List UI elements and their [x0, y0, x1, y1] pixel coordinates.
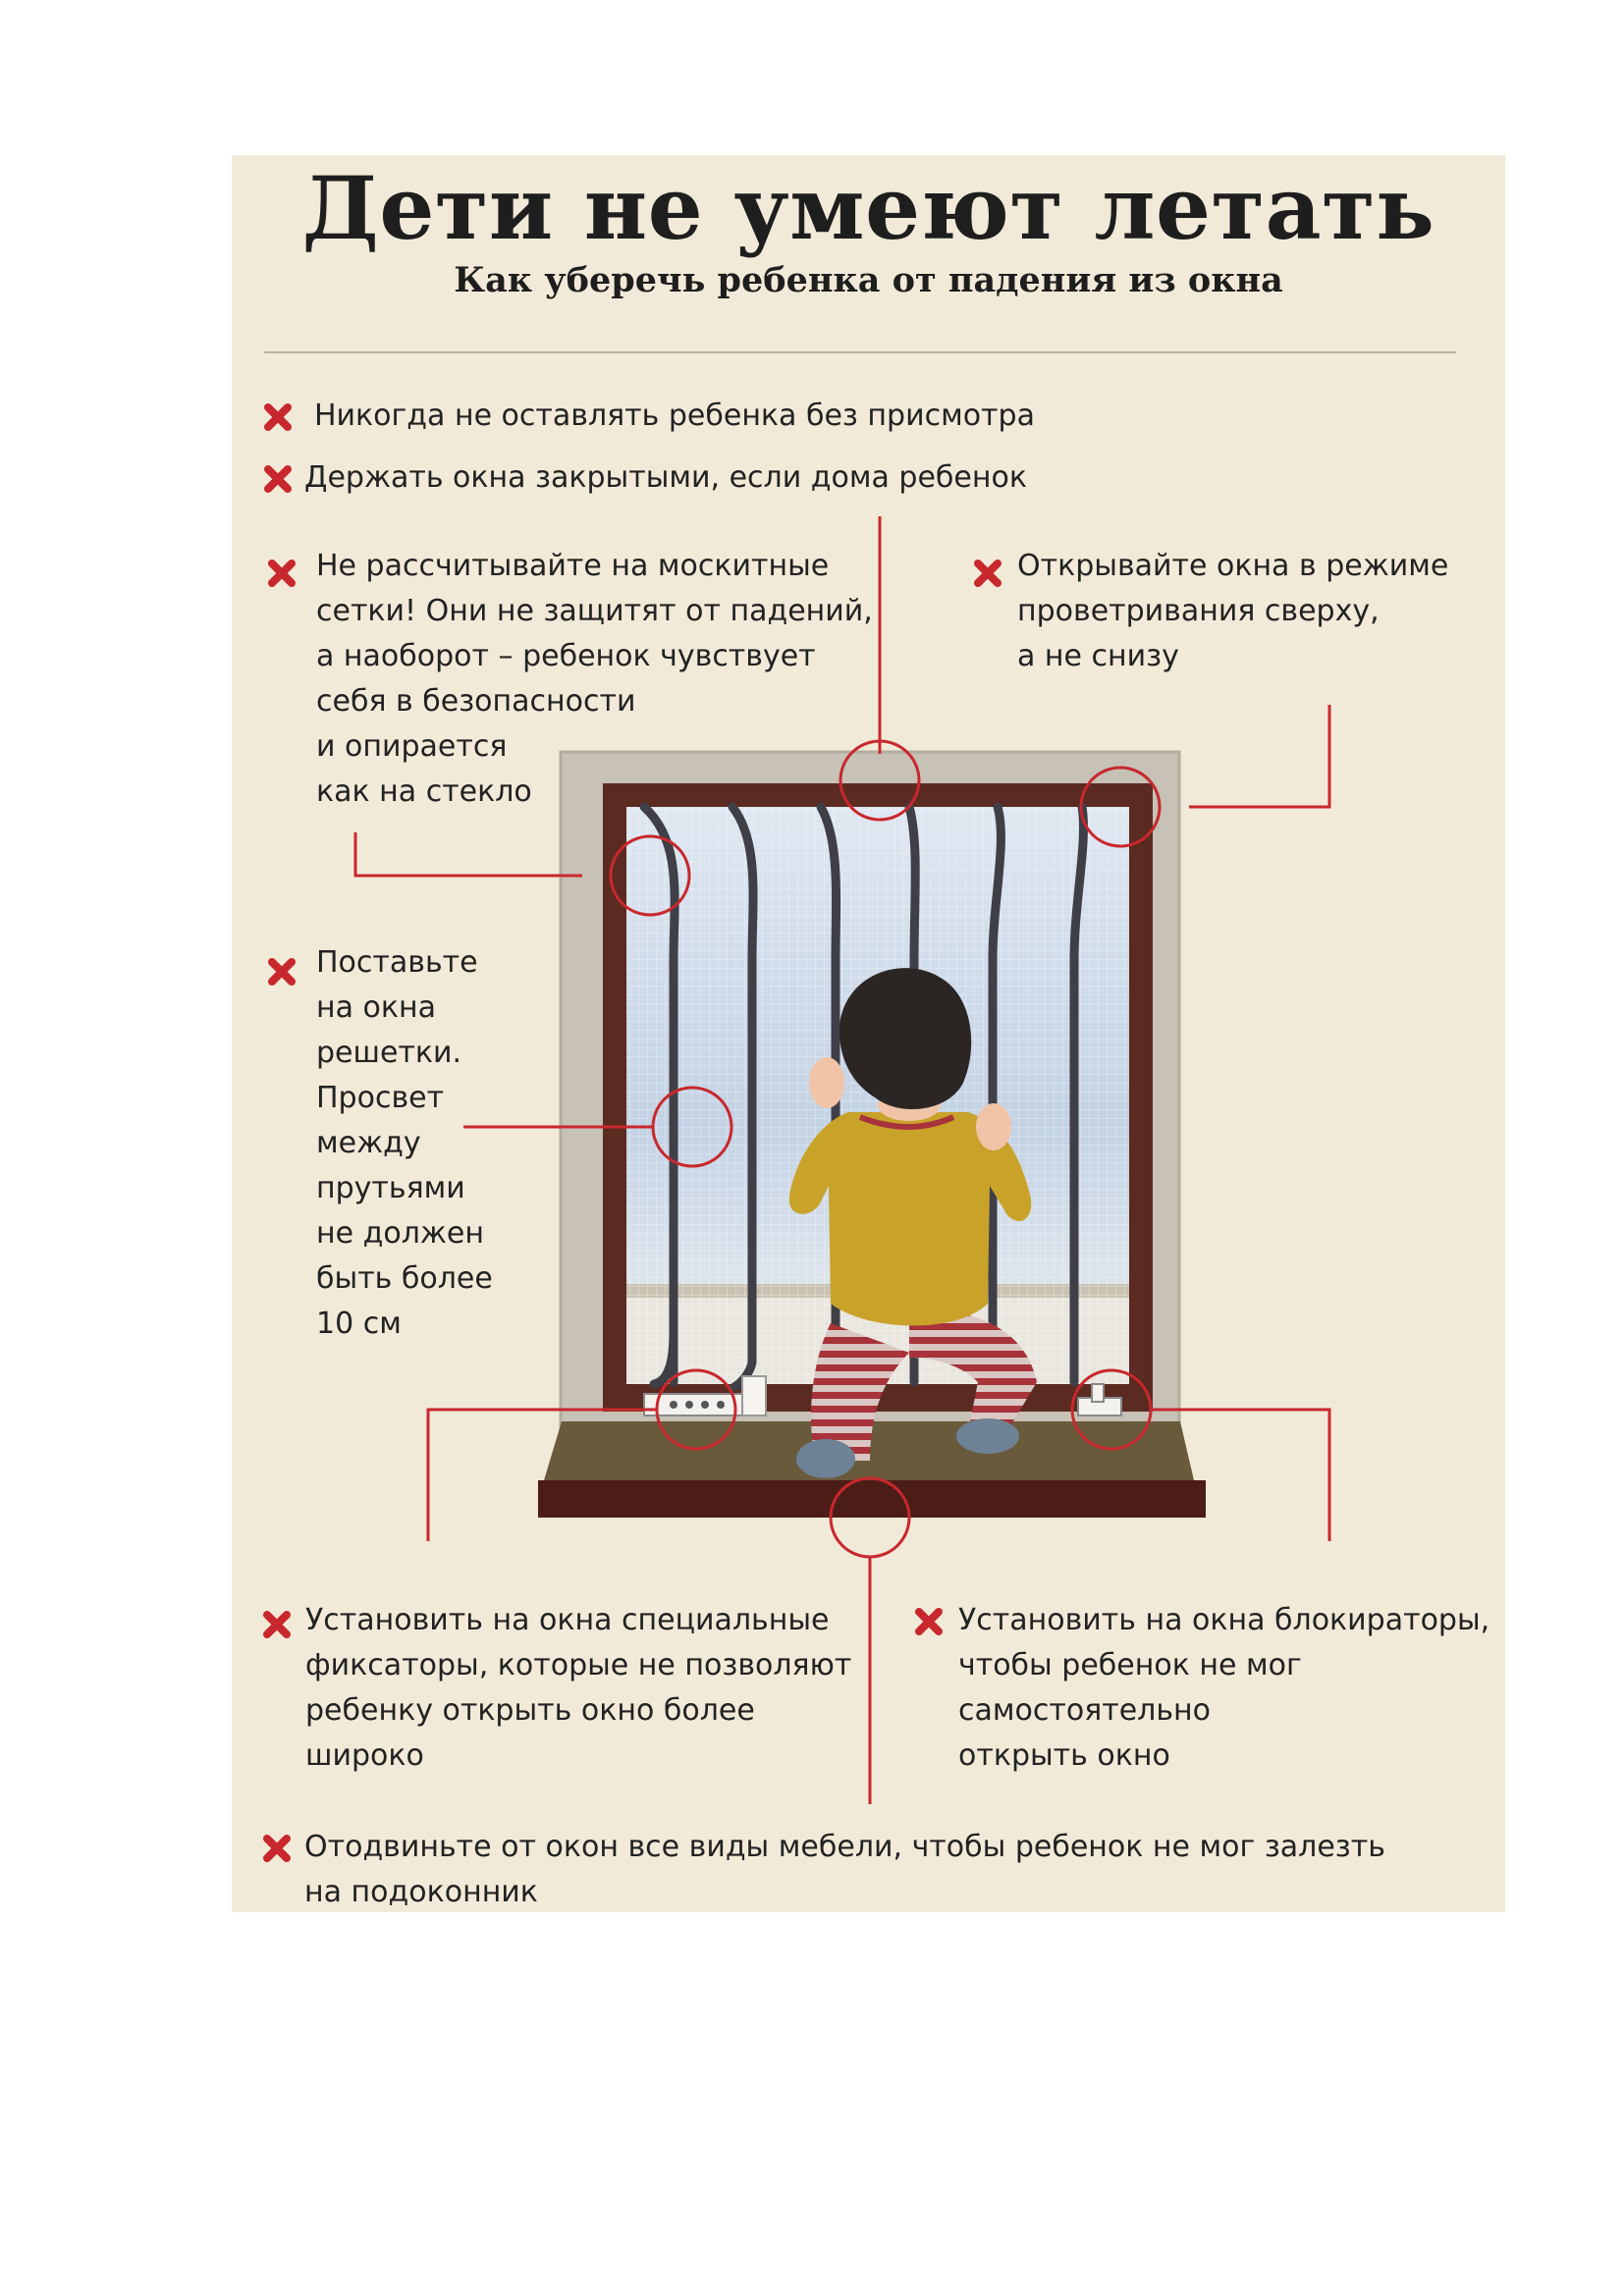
x-mark-icon — [263, 1611, 291, 1638]
tip-window-blockers: Установить на окна блокираторы, чтобы ре… — [958, 1603, 1490, 1773]
child-figure — [788, 968, 1037, 1478]
x-mark-icon — [264, 403, 292, 431]
tip-ventilation-mode: Открывайте окна в режиме проветривания с… — [1017, 549, 1449, 673]
divider — [264, 351, 1456, 353]
window-child-illustration — [353, 516, 1331, 1804]
x-mark-icon — [915, 1608, 943, 1635]
callout-lines — [353, 516, 1331, 1804]
page-subtitle: Как уберечь ребенка от падения из окна — [454, 260, 1283, 300]
tip-window-fixers: Установить на окна специальные фиксаторы… — [305, 1603, 852, 1773]
page-title: Дети не умеют летать — [301, 157, 1435, 259]
x-mark-icon — [263, 1835, 291, 1862]
callout-circles — [609, 739, 1162, 1559]
tip-closed-windows: Держать окна закрытыми, если дома ребено… — [304, 460, 1027, 495]
tip-mosquito-nets: Не рассчитывайте на москитные сетки! Они… — [316, 549, 873, 809]
tip-supervision: Никогда не оставлять ребенка без присмот… — [314, 399, 1035, 433]
tip-window-bars: Поставьте на окна решетки. Просвет между… — [316, 945, 493, 1341]
tip-move-furniture: Отодвиньте от окон все виды мебели, чтоб… — [304, 1830, 1385, 1909]
x-mark-icon — [974, 560, 1001, 587]
x-mark-icon — [268, 958, 296, 986]
x-mark-icon — [268, 560, 296, 587]
x-mark-icon — [264, 465, 292, 493]
poster: Дети не умеют летать Как уберечь ребенка… — [232, 155, 1505, 1912]
